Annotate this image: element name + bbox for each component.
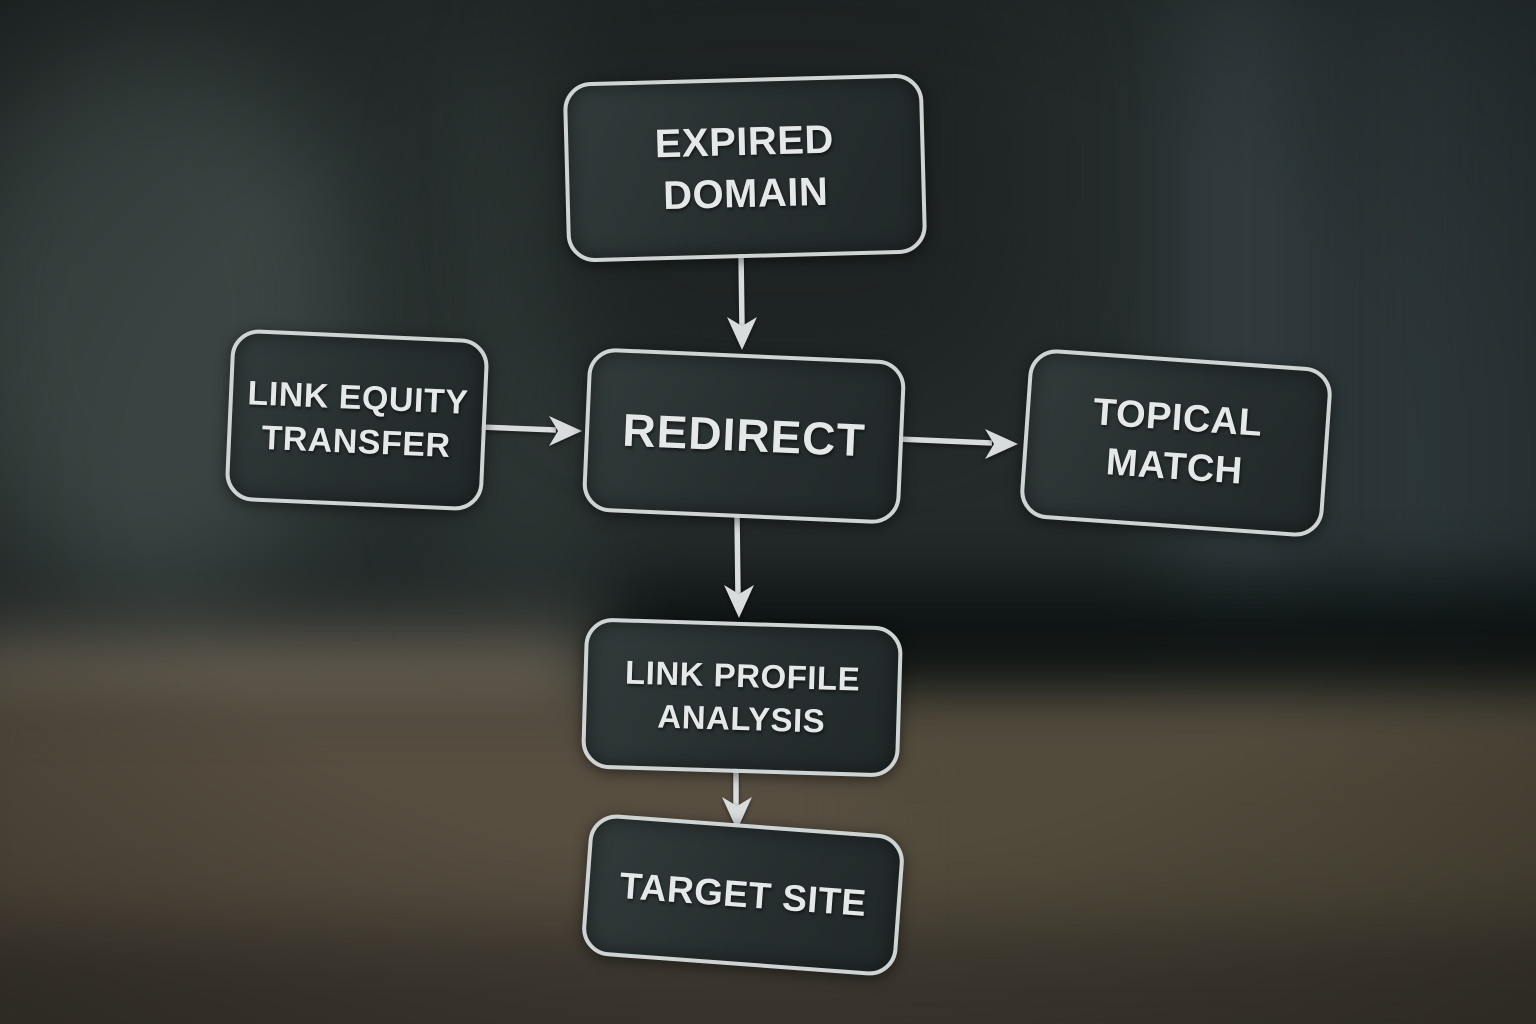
arrow-redirect-to-link-profile-analysis [724, 513, 754, 618]
node-expired-domain: EXPIRED DOMAIN [562, 73, 928, 263]
arrow-link-profile-analysis-to-target-site [722, 766, 752, 830]
arrow-redirect-to-topical-match [896, 429, 1018, 459]
arrow-link-equity-transfer-to-redirect [479, 416, 582, 446]
node-redirect: REDIRECT [581, 347, 907, 525]
node-label-line: TARGET SITE [618, 864, 868, 924]
node-label-line: MATCH [1104, 441, 1245, 493]
node-label-line: EXPIRED [654, 117, 835, 167]
node-target-site: TARGET SITE [580, 812, 906, 978]
node-topical-match: TOPICAL MATCH [1018, 347, 1334, 539]
node-label-line: TRANSFER [260, 418, 452, 466]
arrow-expired-domain-to-redirect [727, 251, 757, 350]
node-link-equity-transfer: LINK EQUITY TRANSFER [224, 328, 490, 512]
node-label-line: DOMAIN [662, 169, 829, 219]
node-label-line: LINK PROFILE [624, 653, 861, 698]
node-label-line: ANALYSIS [656, 697, 826, 739]
node-label-line: REDIRECT [621, 403, 867, 467]
node-link-profile-analysis: LINK PROFILE ANALYSIS [580, 617, 904, 778]
